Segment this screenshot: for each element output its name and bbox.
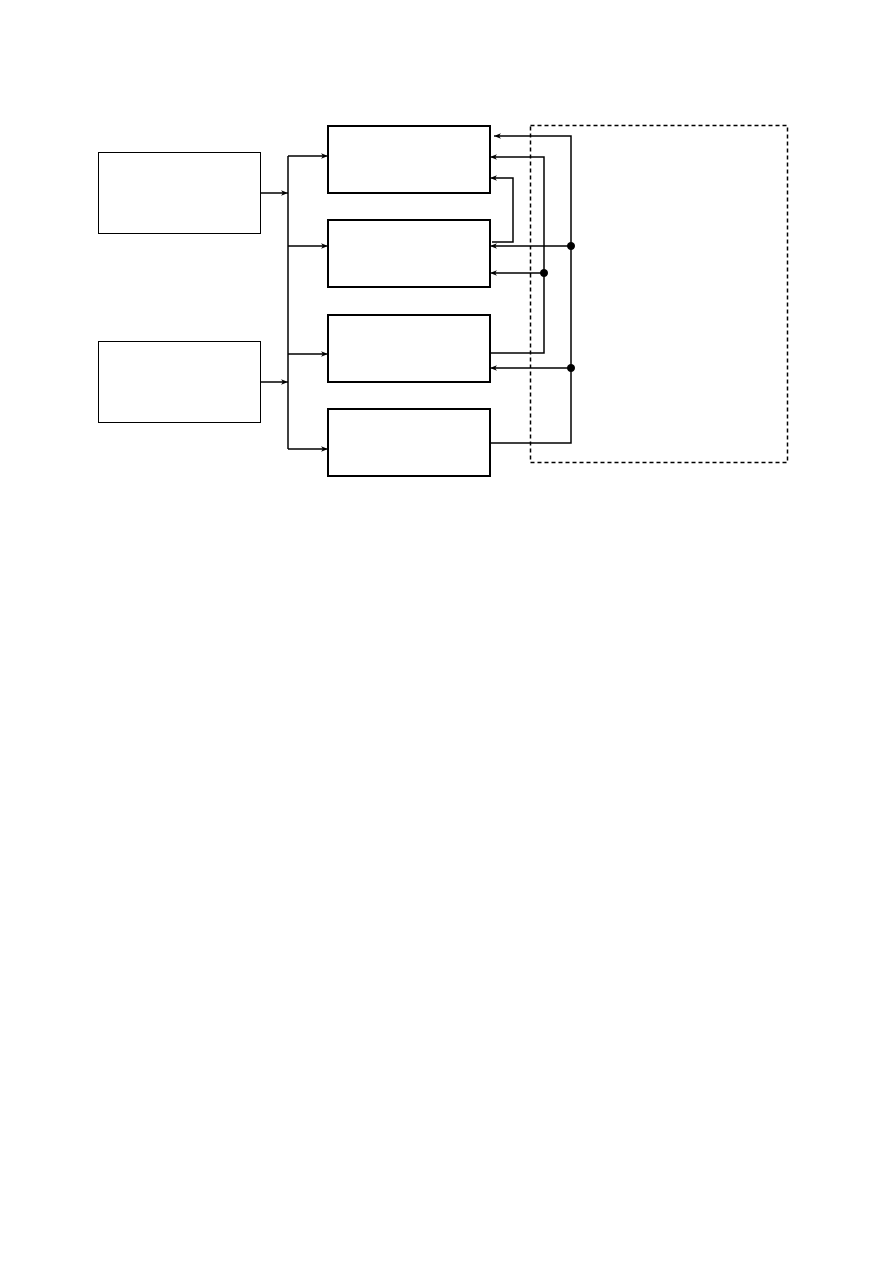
center-block-1 <box>327 125 491 194</box>
junction-dot <box>540 269 548 277</box>
center-block-2 <box>327 219 491 288</box>
feedback-line-from-center-3 <box>490 154 545 354</box>
feedback-loop-short <box>490 175 514 243</box>
center-block-4 <box>327 408 491 477</box>
center-block-3 <box>327 314 491 383</box>
junction-dot <box>567 364 575 372</box>
dashed-region <box>529 124 789 464</box>
left-block-1 <box>98 152 261 234</box>
junction-dot <box>567 242 575 250</box>
feedback-line-from-center-4 <box>490 133 572 444</box>
left-block-2 <box>98 341 261 423</box>
